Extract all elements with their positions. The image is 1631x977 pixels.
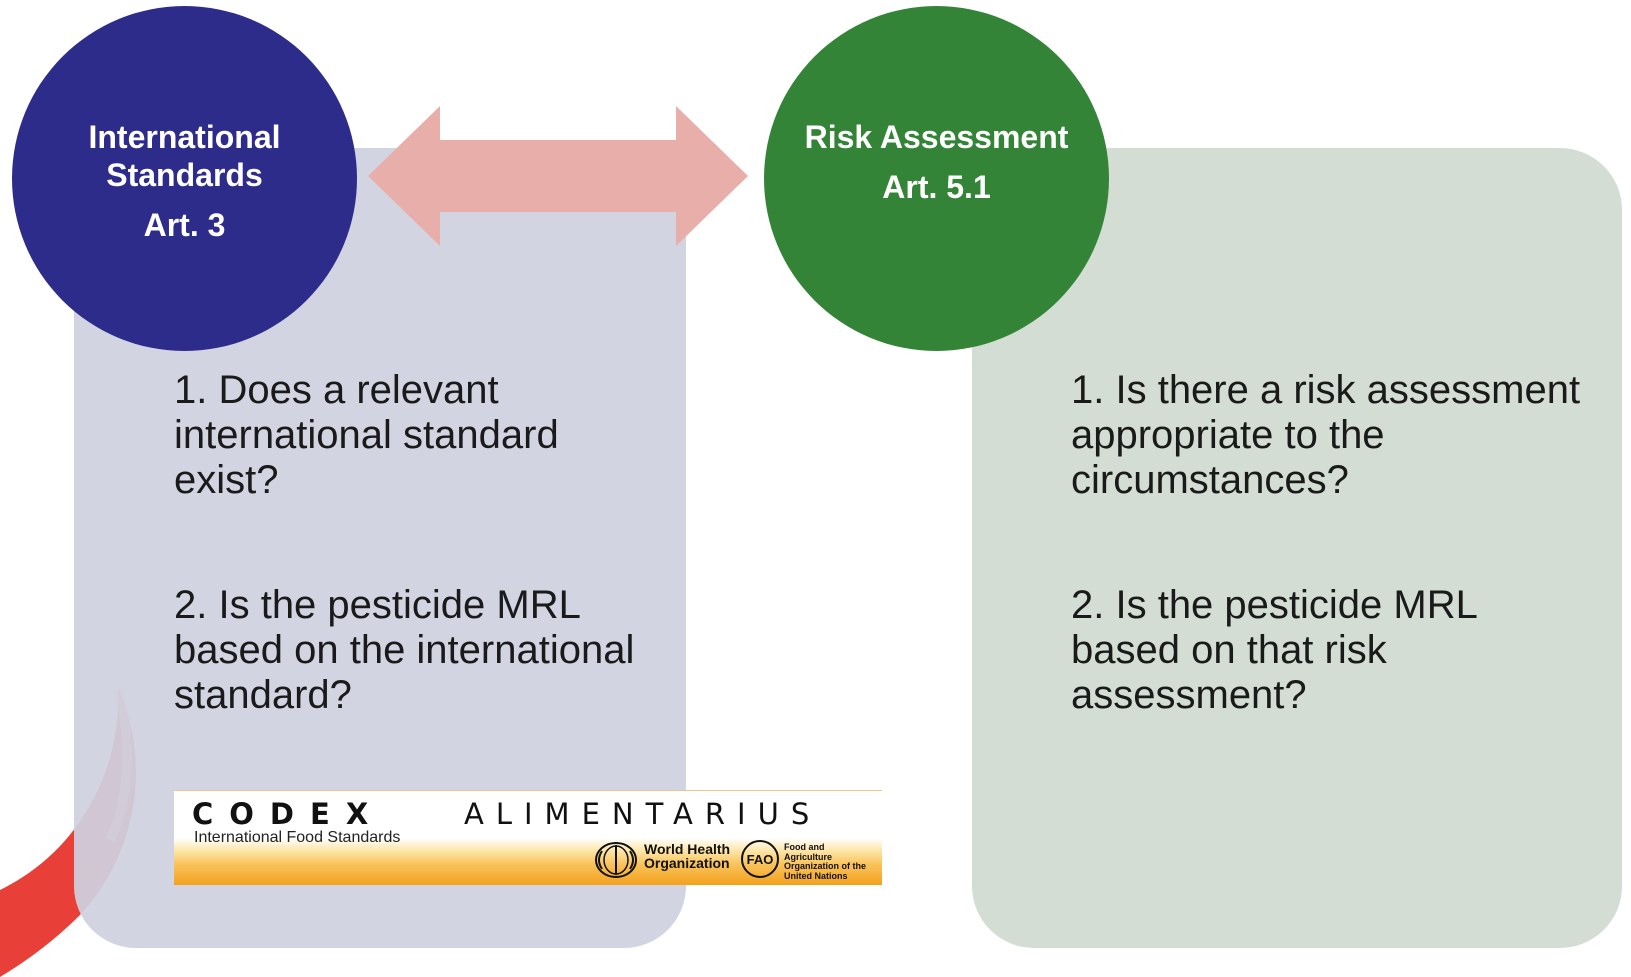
fao-text: Food and Agriculture Organization of the…	[784, 842, 866, 881]
international-standards-article: Art. 3	[143, 207, 226, 243]
codex-tagline: International Food Standards	[194, 829, 401, 846]
alimentarius-word: ALIMENTARIUS	[464, 797, 822, 831]
left-question-1: 1. Does a relevant international standar…	[174, 368, 559, 502]
risk-assessment-circle: Risk Assessment Art. 5.1	[764, 6, 1109, 351]
risk-assessment-panel	[972, 148, 1622, 948]
codex-word: CODEX	[192, 797, 385, 831]
international-standards-circle: International Standards Art. 3	[12, 6, 357, 351]
who-emblem-icon	[595, 842, 637, 878]
risk-assessment-title: Risk Assessment	[804, 119, 1069, 155]
international-standards-title: International Standards	[88, 119, 281, 193]
double-arrow-icon	[368, 106, 748, 246]
codex-alimentarius-logo: CODEX ALIMENTARIUS International Food St…	[174, 790, 882, 885]
who-text: World Health Organization	[644, 841, 731, 871]
right-question-1: 1. Is there a risk assessment appropriat…	[1071, 368, 1581, 502]
svg-text:FAO: FAO	[747, 852, 774, 867]
risk-assessment-article: Art. 5.1	[882, 169, 991, 205]
right-question-2: 2. Is the pesticide MRL based on that ri…	[1071, 583, 1477, 717]
left-question-2: 2. Is the pesticide MRL based on the int…	[174, 583, 635, 717]
fao-emblem-icon: FAO	[741, 840, 779, 878]
